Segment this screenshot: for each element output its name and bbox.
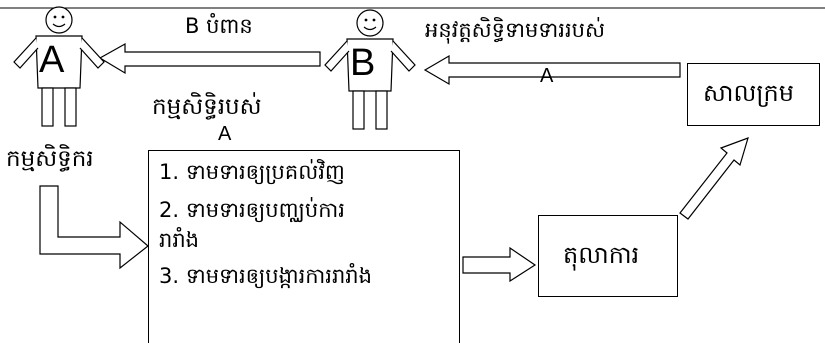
person-b-body <box>346 38 394 92</box>
court-box: តុលាការ <box>538 215 678 297</box>
person-a-figure <box>13 6 105 127</box>
person-b-figure <box>324 9 416 130</box>
label-exercise-claim-right: អនុវត្តសិទ្ធិទាមទាររបស់ <box>425 18 605 42</box>
claim-item: 3. ទាមទារឲ្យបង្ការការរារាំង <box>159 264 372 288</box>
label-owner-a: A <box>218 123 232 145</box>
person-a-left-arm <box>13 37 39 69</box>
arrow-owner-to-claims <box>39 185 149 270</box>
person-a-head <box>45 6 73 34</box>
person-a-letter: A <box>39 39 65 81</box>
court-label: តុលាការ <box>563 241 640 269</box>
person-b-left-leg <box>352 90 365 130</box>
claims-list: 1. ទាមទារឲ្យប្រគល់វិញ 2. ទាមទារឲ្យបញ្ឈប់… <box>159 157 372 291</box>
council-label: សាលក្រម <box>703 79 794 107</box>
person-b-right-arm <box>390 40 416 72</box>
claim-item: 1. ទាមទារឲ្យប្រគល់វិញ <box>159 160 345 184</box>
owner-caption: កម្មសិទ្ធិករ <box>6 146 94 172</box>
label-of-a: A <box>540 65 554 87</box>
person-b-letter: B <box>350 42 376 84</box>
person-a-left-leg <box>41 87 54 127</box>
claims-box: 1. ទាមទារឲ្យប្រគល់វិញ 2. ទាមទារឲ្យបញ្ឈប់… <box>148 150 460 343</box>
person-b-left-arm <box>324 40 350 72</box>
label-b-infringes: B បំពាន <box>185 14 253 38</box>
arrow-b-to-a <box>98 42 321 75</box>
claim-item-continued: រារាំង <box>159 228 199 252</box>
person-a-right-leg <box>64 87 77 127</box>
person-b-right-leg <box>375 90 388 130</box>
arrow-court-to-council <box>679 137 749 220</box>
arrow-council-to-b <box>423 54 681 86</box>
label-ownership-of: កម្មសិទ្ធិរបស់ <box>152 94 262 120</box>
claim-item: 2. ទាមទារឲ្យបញ្ឈប់ការ <box>159 198 345 222</box>
council-box: សាលក្រម <box>687 63 820 126</box>
person-a-right-arm <box>79 37 105 69</box>
person-b-head <box>356 9 384 37</box>
person-a-body <box>35 35 83 89</box>
arrow-claims-to-court <box>462 246 537 283</box>
